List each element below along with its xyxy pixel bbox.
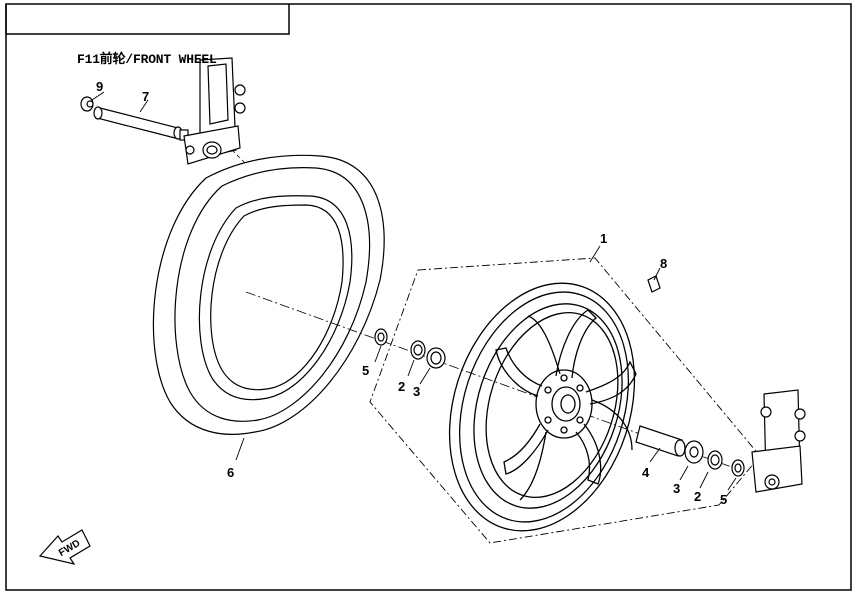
callout-1: 1 — [600, 231, 608, 246]
header-box — [5, 4, 290, 35]
callout-4: 4 — [642, 465, 650, 480]
assembly-outline — [369, 257, 761, 544]
right-fork-leg — [751, 389, 806, 493]
leader-lines — [91, 91, 737, 491]
diagram-title: F11前轮/FRONT WHEEL — [77, 52, 217, 67]
left-seal-2 — [410, 340, 426, 360]
callout-2-left: 2 — [398, 379, 406, 394]
callout-5-right: 5 — [720, 492, 728, 507]
left-fork-leg — [183, 57, 246, 165]
outer-border — [5, 3, 852, 591]
right-spacer-5 — [731, 459, 745, 477]
callout-3-left: 3 — [413, 384, 421, 399]
callout-9: 9 — [96, 79, 104, 94]
callout-3-right: 3 — [673, 481, 681, 496]
right-seal-2 — [707, 450, 723, 470]
axle — [93, 106, 189, 141]
tire — [152, 154, 385, 435]
callout-8: 8 — [660, 256, 668, 271]
wheel-rim — [448, 282, 637, 532]
left-spacer-5 — [374, 328, 388, 346]
callout-5-left: 5 — [362, 363, 370, 378]
axle-nut — [80, 96, 94, 112]
right-bearing-3 — [684, 440, 704, 464]
left-bearing-3 — [426, 347, 446, 369]
center-spacer-tube-4 — [635, 425, 686, 457]
callout-7: 7 — [142, 89, 150, 104]
callout-2-right: 2 — [694, 489, 702, 504]
callout-6: 6 — [227, 465, 235, 480]
valve-stem — [647, 275, 661, 293]
fwd-arrow-icon — [38, 529, 91, 565]
